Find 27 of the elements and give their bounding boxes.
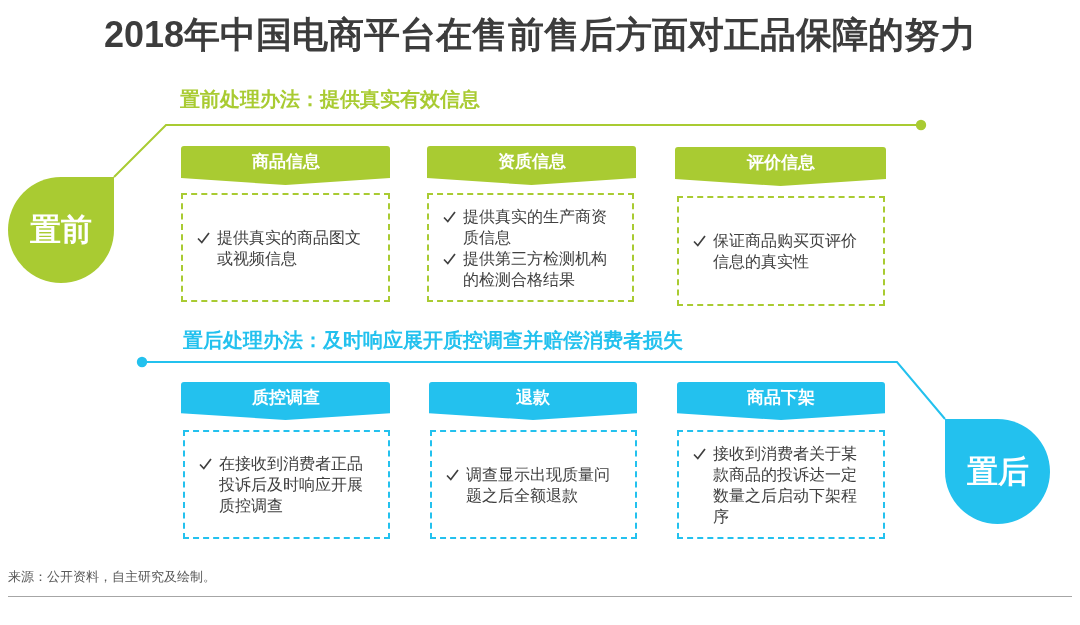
title: 2018年中国电商平台在售前售后方面对正品保障的努力 — [103, 13, 977, 57]
bullet-text: 提供真实的生产商资质信息 — [463, 206, 608, 248]
header-banner: 商品信息 — [181, 146, 390, 185]
header-banner: 退款 — [429, 382, 637, 420]
connector-line — [136, 356, 946, 420]
bullet-text: 调查显示出现质量问题之后全额退款 — [466, 464, 611, 506]
content-panel — [677, 430, 885, 539]
content-panel — [181, 193, 390, 302]
bullet-text: 保证商品购买页评价信息的真实性 — [713, 231, 858, 272]
teardrop-badge: 置前 — [8, 177, 114, 283]
content-panel — [427, 193, 634, 302]
content-panel — [430, 430, 637, 539]
content-panel — [183, 430, 390, 539]
bullet-text: 提供第三方检测机构的检测合格结果 — [463, 248, 608, 290]
connector-line — [113, 119, 927, 178]
header-banner: 商品下架 — [677, 382, 885, 420]
header-banner: 质控调查 — [181, 382, 390, 420]
teardrop-badge: 置后 — [945, 419, 1050, 524]
content-panel — [677, 196, 885, 306]
header-banner: 资质信息 — [427, 146, 636, 185]
bullet-text: 提供真实的商品图文或视频信息 — [217, 227, 362, 269]
source-note: 来源：公开资料，自主研究及绘制。 — [8, 568, 216, 585]
bullet-text: 在接收到消费者正品投诉后及时响应开展质控调查 — [219, 454, 364, 516]
header-banner: 评价信息 — [675, 147, 886, 186]
section-heading: 置前处理办法：提供真实有效信息 — [180, 87, 480, 112]
bullet-text: 接收到消费者关于某款商品的投诉达一定数量之后启动下架程序 — [713, 443, 858, 527]
section-heading: 置后处理办法：及时响应展开质控调查并赔偿消费者损失 — [183, 328, 683, 353]
